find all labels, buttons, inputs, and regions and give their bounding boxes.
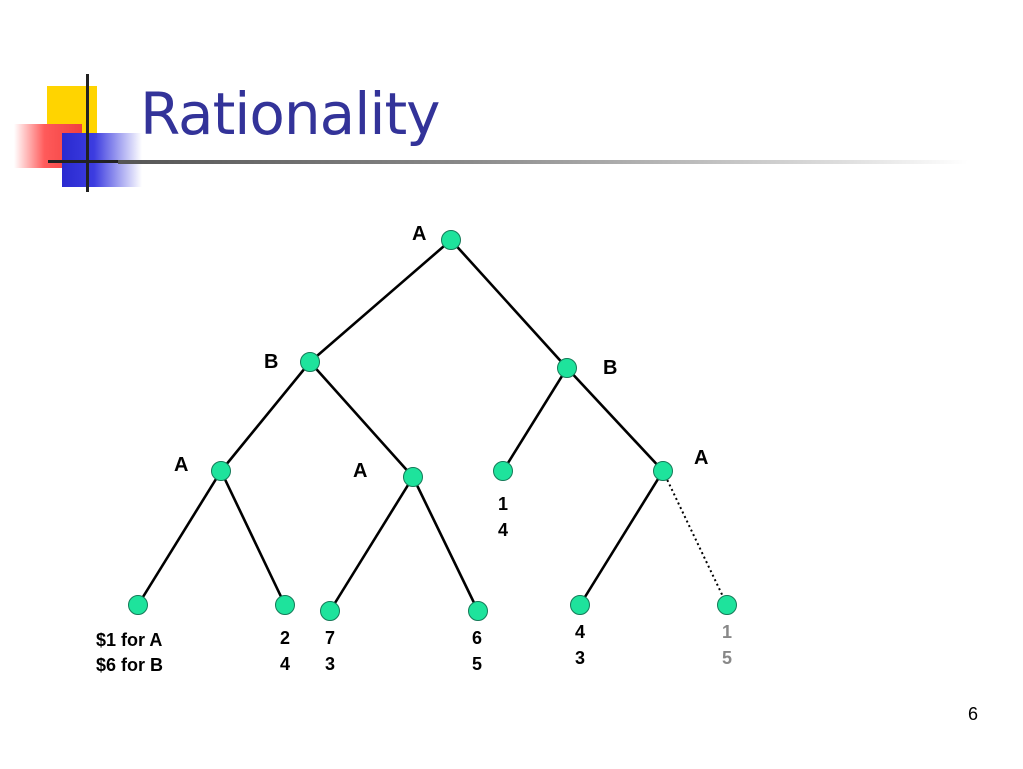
payoff-leaf6-b: 3 [575,648,585,668]
player-label-right-b: B [603,357,617,379]
edge-rr-leaf6 [578,470,665,606]
payoff-leaf5-a: 1 [498,494,508,514]
edge-root-left [309,239,452,363]
edge-lb-ll [219,361,312,472]
edge-rr-leaf7-dotted [662,470,728,606]
node-leaf6 [570,595,590,615]
node-root [441,230,461,250]
edge-rb-leaf5 [501,367,569,472]
player-label-rr-a: A [694,447,708,469]
edge-ll-leaf1 [136,470,223,606]
payoff-leaf5-b: 4 [498,520,508,540]
edge-ll-leaf2 [219,470,287,606]
deco-horizontal-line [48,160,140,163]
payoff-leaf4-b: 5 [472,654,482,674]
node-leaf5 [493,461,513,481]
node-rr-a [653,461,673,481]
payoff-leaf3-b: 3 [325,654,335,674]
node-lr-a [403,467,423,487]
payoff-leaf2-a: 2 [280,628,290,648]
player-label-root: A [412,223,426,245]
node-leaf1 [128,595,148,615]
payoff-leaf7-b: 5 [722,648,732,668]
payoff-leaf6-a: 4 [575,622,585,642]
node-left-b [300,352,320,372]
deco-vertical-line [86,74,89,192]
node-ll-a [211,461,231,481]
edge-lr-leaf4 [411,476,480,612]
tree-edges [136,239,728,612]
tree-nodes [128,230,737,621]
edge-lr-leaf3 [328,476,415,612]
node-leaf3 [320,601,340,621]
player-label-lr-a: A [353,460,367,482]
slide-title: Rationality [140,80,441,148]
payoff-leaf7-a: 1 [722,622,732,642]
player-label-left-b: B [264,351,278,373]
payoff-leaf3-a: 7 [325,628,335,648]
node-right-b [557,358,577,378]
edge-lb-lr [309,361,414,478]
player-label-ll-a: A [174,454,188,476]
node-leaf2 [275,595,295,615]
payoff-labels: $1 for A $6 for B 2 4 7 3 6 5 1 4 4 3 1 … [96,494,732,675]
node-leaf7 [717,595,737,615]
payoff-leaf1-a: $1 for A [96,630,162,650]
node-leaf4 [468,601,488,621]
title-underline [118,160,968,164]
slide-number: 6 [968,704,979,724]
payoff-leaf2-b: 4 [280,654,290,674]
payoff-leaf1-b: $6 for B [96,655,163,675]
payoff-leaf4-a: 6 [472,628,482,648]
edge-rb-rr [566,367,664,472]
player-labels: A B B A A A [174,223,708,482]
edge-root-right [450,239,568,369]
